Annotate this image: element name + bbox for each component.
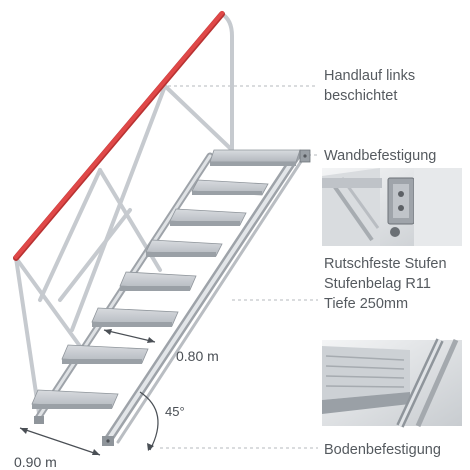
angle-label: 45°: [165, 404, 185, 419]
floor-feet: [34, 416, 114, 446]
step: [191, 179, 269, 196]
step: [145, 239, 223, 257]
step: [91, 307, 179, 327]
handrail: [13, 11, 225, 261]
detail-step-surface: [322, 338, 462, 428]
callout-steps-line3: Tiefe 250mm: [324, 296, 408, 312]
dimension-step-width: 0.80 m: [103, 329, 219, 364]
detail-wall-mount: [322, 168, 462, 246]
step: [61, 344, 149, 364]
wall-bracket: [299, 149, 311, 163]
callout-steps-line1: Rutschfeste Stufen: [324, 256, 447, 272]
callout-labels: Handlauf links beschichtet Wandbefestigu…: [324, 68, 447, 458]
step: [169, 208, 247, 226]
callout-floor-mount: Bodenbefestigung: [324, 442, 441, 458]
callout-wall-mount: Wandbefestigung: [324, 148, 436, 164]
callout-steps-line2: Stufenbelag R11: [324, 276, 431, 292]
step: [119, 271, 197, 291]
dimension-base-width-label: 0.90 m: [14, 454, 57, 470]
dimension-base-width: 0.90 m: [14, 427, 101, 470]
dimension-step-width-label: 0.80 m: [176, 348, 219, 364]
step: [31, 389, 119, 409]
callout-handrail-line1: Handlauf links: [324, 68, 415, 84]
leader-lines: [160, 85, 318, 449]
top-platform-step: [209, 149, 301, 166]
angle-indicator: 45°: [139, 391, 185, 451]
callout-handrail-line2: beschichtet: [324, 88, 397, 104]
steps: [31, 149, 301, 409]
